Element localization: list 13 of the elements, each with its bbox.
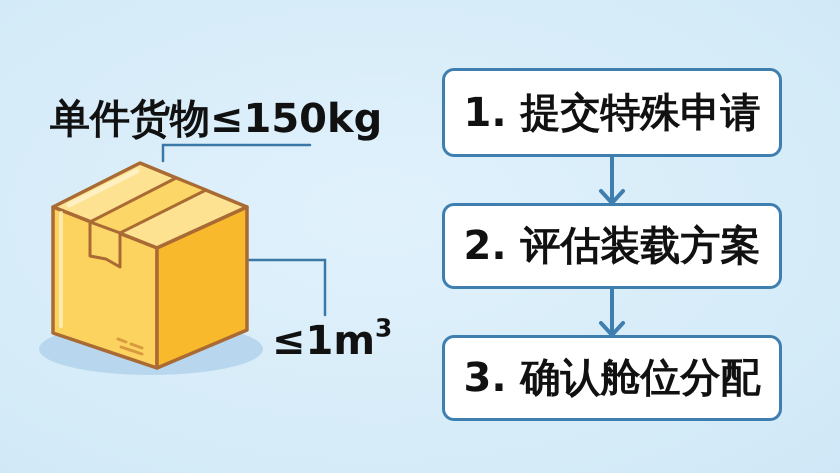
flow-arrow: [599, 155, 625, 205]
step-text: 1. 提交特殊申请: [464, 90, 760, 136]
process-box: [442, 203, 782, 289]
process-box: [442, 335, 782, 421]
leader-line: [248, 258, 326, 316]
step-text: 2. 评估装载方案: [464, 223, 760, 269]
process-box: [442, 68, 782, 157]
weight-limit-text: 单件货物≤150kg: [50, 93, 382, 145]
leader-line: [162, 144, 312, 162]
step-text: 3. 确认舱位分配: [464, 355, 760, 401]
flow-arrow: [599, 287, 625, 337]
cardboard-box-illustration: [51, 161, 249, 370]
volume-limit-text: ≤1m$^{3}$: [272, 315, 392, 367]
